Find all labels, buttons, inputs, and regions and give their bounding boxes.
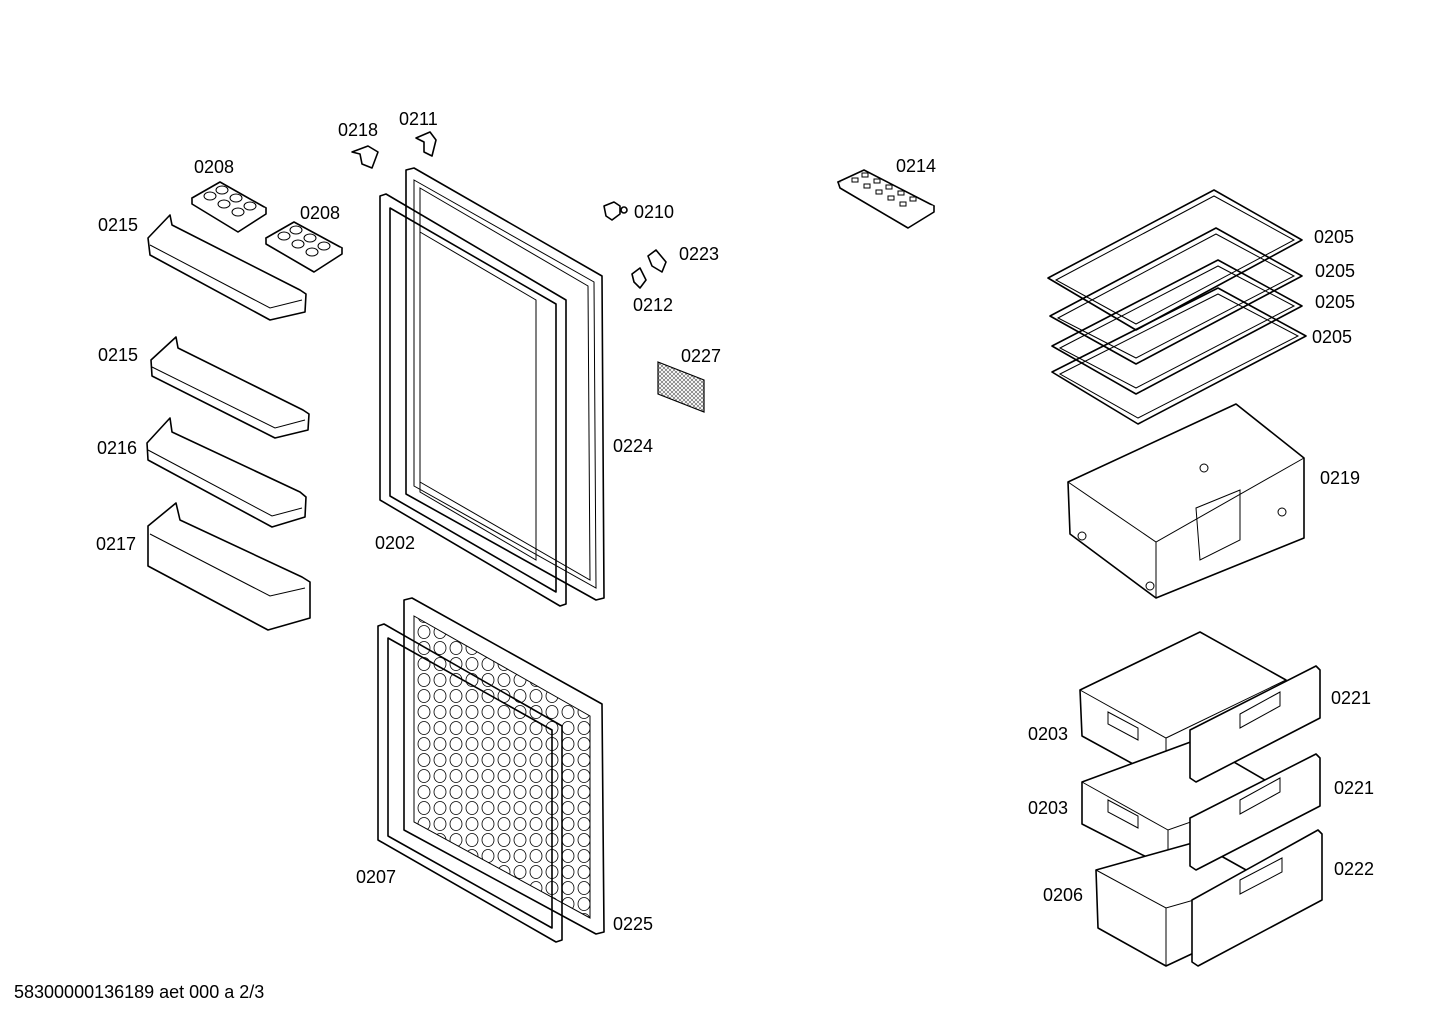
callout-0221-bottom: 0221 — [1334, 778, 1375, 798]
door-rack-0217 — [147, 502, 311, 631]
upper-door-panel-0224 — [405, 167, 605, 601]
lower-door-panel-0225 — [403, 597, 605, 935]
callout-0217: 0217 — [96, 534, 137, 554]
clip-0218 — [351, 145, 379, 169]
diagram-footer-id: 58300000136189 aet 000 a 2/3 — [14, 982, 265, 1002]
shelf-0205-4 — [1051, 287, 1307, 425]
door-rack-0215-mid — [150, 336, 310, 439]
callout-0215-mid: 0215 — [98, 345, 139, 365]
drawer-front-0221-top — [1189, 665, 1321, 783]
shelf-0205-2 — [1049, 227, 1303, 365]
callout-0221-top: 0221 — [1331, 688, 1372, 708]
crisper-box-0219 — [1067, 403, 1305, 599]
ice-tray-0214 — [837, 169, 935, 229]
callout-0208-top: 0208 — [194, 157, 235, 177]
egg-tray-0208-bottom — [265, 221, 343, 273]
callout-0218: 0218 — [338, 120, 379, 140]
part-0223 — [647, 249, 667, 273]
callout-0203-bottom: 0203 — [1028, 798, 1069, 818]
callout-0203-top: 0203 — [1028, 724, 1069, 744]
callout-0211: 0211 — [399, 109, 438, 129]
callout-0205-4: 0205 — [1312, 327, 1353, 347]
callout-0212: 0212 — [633, 295, 674, 315]
callout-0214: 0214 — [896, 156, 937, 176]
callout-0210: 0210 — [634, 202, 675, 222]
shelf-0205-3 — [1051, 259, 1303, 395]
callout-0202: 0202 — [375, 533, 416, 553]
callout-0216: 0216 — [97, 438, 138, 458]
callout-0222: 0222 — [1334, 859, 1375, 879]
drawer-front-0222 — [1191, 829, 1323, 967]
shelf-0205-1 — [1047, 189, 1303, 331]
door-rack-0215-top — [147, 214, 307, 321]
callout-0219: 0219 — [1320, 468, 1361, 488]
callout-0208-bottom: 0208 — [300, 203, 341, 223]
drawer-front-0221-bottom — [1189, 753, 1321, 871]
callout-0227: 0227 — [681, 346, 722, 366]
callout-0205-2: 0205 — [1315, 261, 1356, 281]
filter-0227 — [657, 361, 705, 413]
callout-0215-top: 0215 — [98, 215, 139, 235]
clip-0211 — [415, 131, 437, 157]
callout-0205-1: 0205 — [1314, 227, 1355, 247]
callout-0223: 0223 — [679, 244, 720, 264]
part-0210 — [603, 201, 628, 221]
part-0212 — [631, 267, 647, 289]
lower-door-gasket-0207 — [377, 623, 563, 943]
door-rack-0216 — [146, 417, 307, 528]
upper-door-gasket-0202 — [379, 193, 567, 607]
egg-tray-0208-top — [191, 181, 267, 233]
callout-0206: 0206 — [1043, 885, 1084, 905]
callout-0224: 0224 — [613, 436, 654, 456]
callout-0225: 0225 — [613, 914, 654, 934]
callout-0207: 0207 — [356, 867, 397, 887]
callout-0205-3: 0205 — [1315, 292, 1356, 312]
